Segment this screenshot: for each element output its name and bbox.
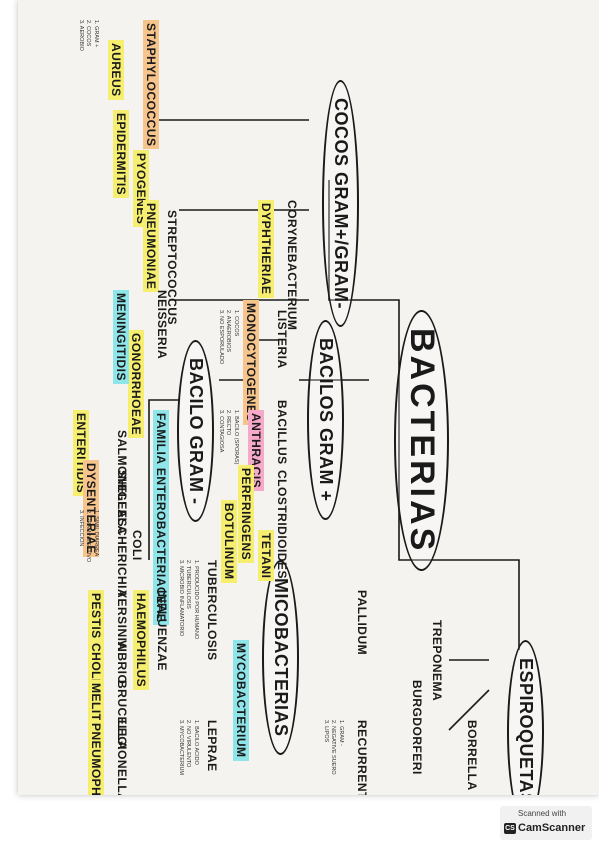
label-borrella: BORRELLA (465, 720, 479, 791)
branch-bacilo-gram-neg: BACILO GRAM - (177, 340, 214, 523)
line-main-espiroquetas (398, 380, 520, 650)
note-coli-3: 3. INFECCION (78, 510, 84, 547)
notes-leprae: 1. BACILO ACIDO 2. NO VIRULENTO 3. MYCOB… (177, 720, 199, 776)
note-tb-1: 1. PRODUCIDO POR HUMANO (193, 560, 199, 640)
note-tb-2: 2. TUBERCULOSIS (185, 560, 192, 609)
label-pallidum: PALLIDUM (355, 590, 369, 656)
camscanner-watermark: Scanned with CS CamScanner (500, 806, 592, 840)
label-micobacterias: MICOBACTERIAS (262, 560, 299, 755)
label-pneumoniae: PNEUMONIAE (143, 200, 159, 293)
label-treponema: TREPONEMA (430, 620, 444, 702)
label-mycobacterium: MYCOBACTERIUM (233, 640, 249, 761)
note-leprae-2: 2. NO VIRULENTO (185, 720, 192, 768)
label-gonorrhoeae: GONORRHOEAE (128, 330, 144, 439)
note-listeria-3: 3. NO ESPORULADO (218, 310, 224, 365)
note-anthracis-3: 3. CONTAGIOSA (218, 410, 224, 453)
note-borrella-3: 3. LIPOS (323, 720, 329, 743)
note-anthracis-1: 1. BACILO (SPORAS) (233, 410, 239, 465)
note-staph-2: 2. COCOS (85, 20, 92, 47)
line-esp-borrella (448, 689, 490, 731)
note-coli-2: 2. GRAM NEGATIVO (85, 510, 92, 563)
note-leprae-1: 1. BACILO ACIDO (193, 720, 199, 765)
label-botulinum: BOTULINUM (221, 500, 237, 583)
concept-map-sheet: BACTERIAS COCOS GRAM+/GRAM- BACILOS GRAM… (18, 0, 599, 795)
note-leprae-3: 3. MYCOBACTERIUM (178, 720, 184, 776)
branch-bacilos: BACILOS GRAM + (307, 320, 344, 520)
label-recurrentis: RECURRENTIS (355, 720, 369, 795)
label-neisseria: NEISSERIA (155, 290, 169, 360)
label-meningitidis: MENINGITIDIS (113, 290, 129, 385)
label-pneumophila: PNEUMOPHILA (88, 720, 104, 795)
line-gn-familia (148, 399, 179, 560)
note-tb-3: 3. MICROBIO INFLAMATORIO (178, 560, 184, 637)
notes-listeria: 1. COCOS 2. ANAEROBIOS 3. NO ESPORULADO (217, 310, 239, 365)
label-dyphtheriae: DYPHTHERIAE (258, 200, 274, 298)
branch-cocos: COCOS GRAM+/GRAM- (322, 80, 359, 327)
label-tuberculosis: TUBERCULOSIS (205, 560, 219, 661)
note-staph-1: 1. GRAM + (93, 20, 99, 48)
label-bacillus: BACILLUS (275, 400, 289, 465)
note-borrella-1: 1. GRAM - (338, 720, 344, 746)
main-title: BACTERIAS (394, 310, 449, 572)
label-vibrio: VIBRIO (115, 640, 129, 685)
label-haemophilus: HAEMOPHILUS (133, 590, 149, 691)
label-pestis: PESTIS (88, 590, 104, 642)
notes-staphylococcus: 1. GRAM + 2. COCOS 3. AEROBIO (77, 20, 99, 51)
label-leprae: LEPRAE (205, 720, 219, 772)
label-epidermitis: EPIDERMITIS (113, 110, 129, 199)
label-monocytogenes: MONOCYTOGENES (243, 300, 259, 425)
label-burgdorferi: BURGDORFERI (410, 680, 424, 775)
label-perfringens: PERFRINGENS (238, 465, 254, 564)
note-listeria-2: 2. ANAEROBIOS (225, 310, 232, 353)
line-main-cocos (328, 180, 400, 380)
note-anthracis-2: 2. RECTO (225, 410, 232, 436)
note-borrella-2: 2. NEGATIVE SUERO (330, 720, 337, 775)
note-staph-3: 3. AEROBIO (78, 20, 84, 51)
label-legionella: LEGIONELLA (115, 720, 129, 795)
notes-coli: 1. SIMIL DIARREA 2. GRAM NEGATIVO 3. INF… (77, 510, 99, 563)
label-influenzae: INFLUENZAE (155, 590, 169, 671)
watermark-top-line: Scanned with (518, 809, 567, 818)
label-corynebacterium: CORYNEBACTERIUM (285, 200, 299, 331)
label-clostridioides: CLOSTRIDIOIDES (275, 470, 289, 580)
watermark-brand: CamScanner (518, 822, 586, 834)
label-escherichia: ESCHERICHIA (115, 510, 129, 599)
rotated-concept-map: BACTERIAS COCOS GRAM+/GRAM- BACILOS GRAM… (18, 0, 599, 795)
label-staphylococcus: STAPHYLOCOCCUS (143, 20, 159, 150)
notes-anthracis: 1. BACILO (SPORAS) 2. RECTO 3. CONTAGIOS… (217, 410, 239, 465)
note-coli-1: 1. SIMIL DIARREA (93, 510, 99, 557)
note-listeria-1: 1. COCOS (233, 310, 239, 337)
label-coli: COLI (130, 530, 144, 561)
label-aureus: AUREUS (108, 40, 124, 100)
label-tetani: TETANI (258, 530, 274, 582)
notes-borrella: 1. GRAM - 2. NEGATIVE SUERO 3. LIPOS (322, 720, 344, 775)
camscanner-logo-icon: CS (504, 823, 516, 834)
notes-tuberculosis: 1. PRODUCIDO POR HUMANO 2. TUBERCULOSIS … (177, 560, 199, 640)
